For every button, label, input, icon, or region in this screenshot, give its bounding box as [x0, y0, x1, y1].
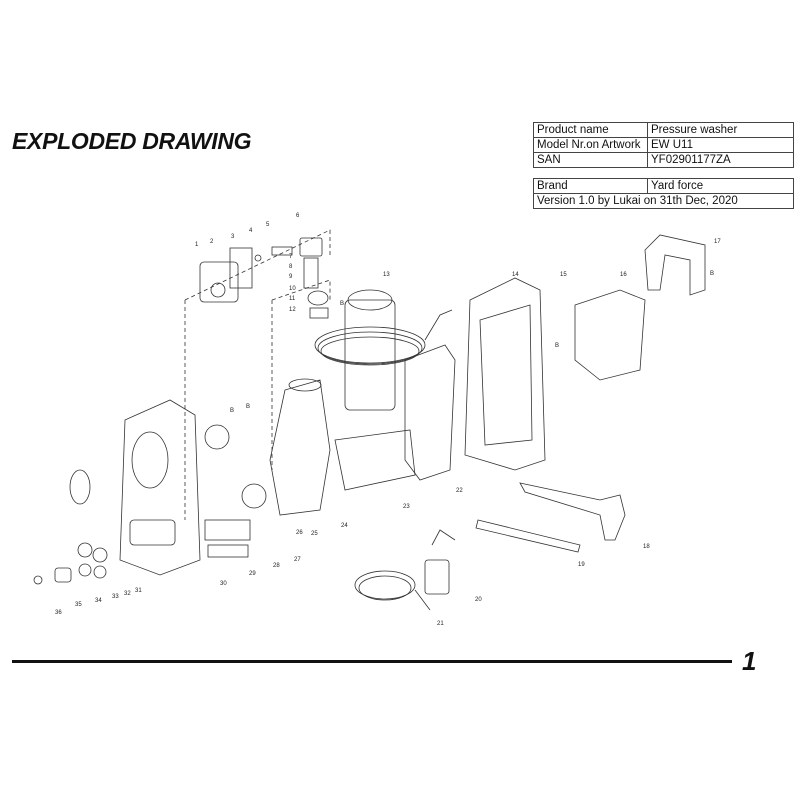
- part-label: 5: [266, 222, 270, 228]
- front-housing: [119, 399, 201, 576]
- part-label: 12: [289, 307, 296, 313]
- part-label: 16: [620, 272, 627, 278]
- part-label: 6: [296, 213, 300, 219]
- footer-rule: [12, 660, 732, 663]
- screw-label: B: [230, 408, 234, 414]
- rear-housing: [404, 344, 456, 481]
- part-label: 34: [95, 598, 102, 604]
- handle: [644, 234, 706, 296]
- part-label: 28: [273, 563, 280, 569]
- page-title: EXPLODED DRAWING: [12, 128, 252, 154]
- motor: [344, 299, 396, 411]
- part-label: 19: [578, 562, 585, 568]
- part-label: 8: [289, 264, 293, 270]
- version-cell: Version 1.0 by Lukai on 31th Dec, 2020: [533, 193, 794, 209]
- part-label: 3: [231, 234, 235, 240]
- part-label: 26: [296, 530, 303, 536]
- motor-housing: [269, 379, 331, 516]
- cell-label: SAN: [533, 152, 648, 168]
- page-number: 1: [742, 646, 757, 676]
- wheel: [241, 483, 267, 509]
- screw-label: B: [555, 343, 559, 349]
- part-label: 21: [437, 621, 444, 627]
- part-label: 14: [512, 272, 519, 278]
- part-label: 13: [383, 272, 390, 278]
- hose: [354, 570, 416, 600]
- part-label: 27: [294, 557, 301, 563]
- part-label: 32: [124, 591, 131, 597]
- cell-value: YF02901177ZA: [647, 152, 794, 168]
- part-label: 15: [560, 272, 567, 278]
- assembly-line: [184, 229, 331, 520]
- part-label: 22: [456, 488, 463, 494]
- part-label: 33: [112, 594, 119, 600]
- valve: [271, 246, 293, 256]
- screw-label: B: [710, 271, 714, 277]
- frame: [464, 277, 546, 471]
- wheel-cap: [204, 424, 230, 450]
- part-label: 18: [643, 544, 650, 550]
- part-label: 24: [341, 523, 348, 529]
- foam-bottle: [424, 559, 450, 595]
- cell-value: EW U11: [647, 137, 794, 153]
- table-row: Version 1.0 by Lukai on 31th Dec, 2020: [533, 193, 794, 209]
- part-label: 23: [403, 504, 410, 510]
- cover: [574, 289, 646, 381]
- part-label: 20: [475, 597, 482, 603]
- screw-label: B: [246, 404, 250, 410]
- part-label: 2: [210, 239, 214, 245]
- part-label: 4: [249, 228, 253, 234]
- cap: [69, 469, 91, 505]
- cell-label: Brand: [533, 178, 648, 194]
- pump-head: [199, 261, 239, 303]
- part-label: 7: [289, 254, 293, 260]
- spray-gun: [519, 482, 626, 541]
- part-label: 17: [714, 239, 721, 245]
- part-label: 35: [75, 602, 82, 608]
- part-label: 30: [220, 581, 227, 587]
- part-label: 11: [289, 296, 296, 302]
- part-label: 1: [195, 242, 199, 248]
- screw-label: B: [340, 301, 344, 307]
- bracket: [207, 544, 249, 558]
- part-label: 36: [55, 610, 62, 616]
- part-label: 25: [311, 531, 318, 537]
- part-label: 29: [249, 571, 256, 577]
- lance: [475, 519, 581, 553]
- part-label: 9: [289, 274, 293, 280]
- bracket: [204, 519, 251, 541]
- pressure-switch: [299, 237, 323, 257]
- part-label: 31: [135, 588, 142, 594]
- part-label: 10: [289, 286, 296, 292]
- gasket: [229, 247, 253, 289]
